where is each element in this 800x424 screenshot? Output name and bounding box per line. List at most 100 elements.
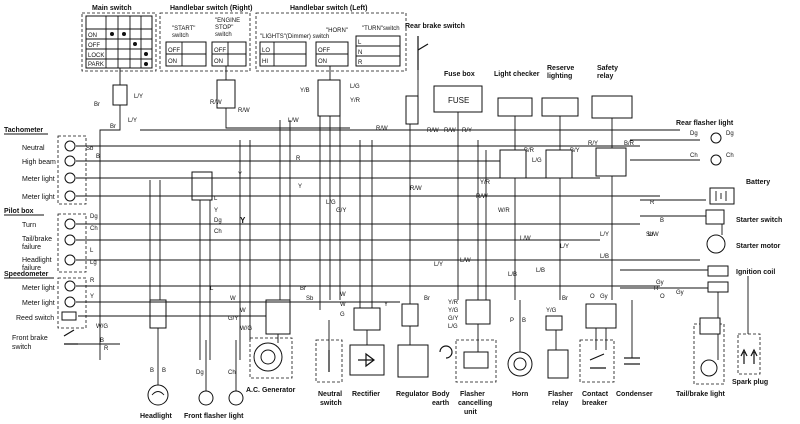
svg-text:L: L [210,286,214,292]
svg-text:ON: ON [168,59,177,65]
svg-text:R/W: R/W [376,126,388,132]
svg-text:Dg: Dg [726,131,734,137]
fuse-label: FUSE [448,96,469,105]
connector-y-label: Y [240,216,246,225]
tail-brake-failure-label: Tail/brake [22,236,52,243]
svg-text:G/Y: G/Y [448,316,458,322]
svg-text:Ch: Ch [90,226,98,232]
flasher-cancel-label: Flasher [460,391,485,398]
ac-generator-label: A.C. Generator [246,387,296,394]
svg-text:L/B: L/B [508,272,517,278]
svg-text:OFF: OFF [214,48,226,54]
main-switch: Main switch ON OFF LOCK PARK [81,5,157,72]
left-switch-label: Handlebar switch (Left) [290,5,367,12]
svg-text:W/G: W/G [96,324,108,330]
svg-text:L/G: L/G [326,200,336,206]
condenser: Condenser [616,357,653,398]
reed-switch-label: Reed switch [16,315,54,322]
starter-motor-label: Starter motor [736,243,781,250]
svg-text:Br: Br [424,296,430,302]
harness-wires [76,66,749,391]
regulator-label: Regulator [396,391,429,398]
svg-text:Y/R: Y/R [448,300,459,306]
svg-text:W: W [240,308,246,314]
tail-brake-label: Tail/brake light [676,391,726,398]
svg-text:B: B [660,218,664,224]
svg-text:L/Y: L/Y [134,94,143,100]
svg-text:G: G [340,312,345,318]
meter-light-3-label: Meter light [22,285,55,292]
svg-text:Y/B: Y/B [300,88,310,94]
starter-switch-label: Starter switch [736,217,782,224]
svg-text:relay: relay [552,400,568,407]
main-row-on: ON [88,33,97,39]
battery-label: Battery [746,179,770,186]
main-row-lock: LOCK [88,53,104,59]
lights-switch-label: "LIGHTS"(Dimmer) switch [260,34,329,40]
svg-text:earth: earth [432,400,449,407]
svg-text:Lg: Lg [90,260,97,266]
svg-text:Ch: Ch [228,370,236,376]
svg-text:lighting: lighting [547,73,572,80]
wire-code-labels: Br L/Y Br L/Y R/W R/W L/W Y/B L/G Y/R R/… [86,84,684,352]
svg-text:breaker: breaker [582,400,608,407]
svg-text:W/R: W/R [498,208,510,214]
light-checker-label: Light checker [494,71,540,78]
reserve-lighting: Reserve lighting B/Y [541,65,580,154]
pilot-box-label: Pilot box [4,208,34,215]
svg-text:L/W: L/W [520,236,531,242]
svg-text:Y: Y [238,172,242,178]
svg-text:R/W: R/W [410,186,422,192]
svg-text:Gy: Gy [676,290,684,296]
svg-text:Dg: Dg [196,370,204,376]
svg-text:R/W: R/W [210,100,222,106]
svg-text:Br: Br [562,296,568,302]
fuse-box: Fuse box FUSE R/W R/W R/Y [427,71,483,134]
svg-text:Y/R: Y/R [480,180,491,186]
svg-text:Dg: Dg [90,214,98,220]
spark-plug-label: Spark plug [732,379,768,386]
body-earth: Body earth [432,345,453,407]
ac-generator: A.C. Generator [246,337,296,394]
svg-text:Y: Y [90,294,94,300]
horn: Horn P B [507,318,533,398]
svg-text:L/Y: L/Y [560,244,569,250]
horn-label: Horn [512,391,528,398]
front-flasher-light: Front flasher light Dg Ch [184,370,244,420]
svg-text:Y/R: Y/R [350,98,361,104]
contact-breaker-label: Contact [582,391,609,398]
handlebar-switch-right: Handlebar switch (Right) "START" switch … [159,5,252,72]
svg-text:R: R [104,346,109,352]
svg-text:OFF: OFF [318,48,330,54]
engine-stop-label: "ENGINE [215,18,240,24]
handlebar-switch-left: Handlebar switch (Left) "LIGHTS"(Dimmer)… [255,5,407,72]
front-brake-label: Front brake [12,335,48,342]
svg-text:LO: LO [262,48,270,54]
start-switch-label: "START" [172,26,195,32]
svg-text:Sb: Sb [306,296,314,302]
svg-text:L: L [214,196,218,202]
svg-text:B: B [162,368,166,374]
regulator: Regulator [396,344,429,398]
svg-text:B: B [522,318,526,324]
flasher-relay: Flasher relay [547,349,573,407]
svg-text:L/W: L/W [288,118,299,124]
spark-plug: Spark plug [732,333,768,386]
svg-text:W: W [230,296,236,302]
svg-text:switch: switch [320,400,342,407]
svg-text:unit: unit [464,409,477,416]
svg-text:Dg: Dg [690,131,698,137]
ignition-coil-label: Ignition coil [736,269,775,276]
svg-text:OFF: OFF [168,48,180,54]
svg-text:Y: Y [384,302,388,308]
svg-text:switch: switch [215,32,232,38]
svg-text:Br: Br [110,124,116,130]
main-switch-label: Main switch [92,5,132,12]
svg-text:B/R: B/R [524,148,535,154]
svg-text:L/Y: L/Y [128,118,137,124]
svg-text:Ch: Ch [726,153,734,159]
flasher-relay-label: Flasher [548,391,573,398]
svg-text:Y/G: Y/G [448,308,459,314]
svg-text:W: W [340,302,346,308]
